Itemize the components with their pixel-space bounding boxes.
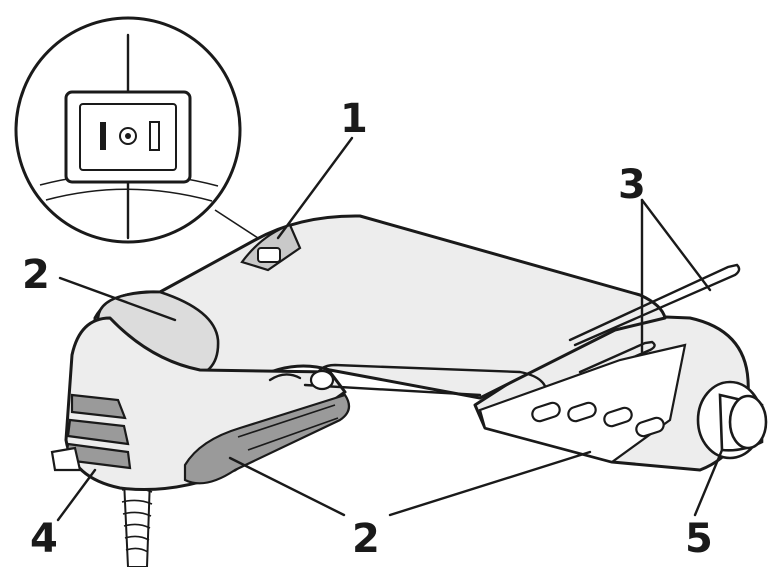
- tool-body: [50, 214, 768, 491]
- leader-lines: [56, 136, 724, 522]
- callout-2-top: 2: [22, 252, 50, 298]
- power-cord: [121, 476, 153, 567]
- callout-4: 4: [30, 516, 58, 562]
- callout-5: 5: [685, 516, 713, 562]
- callout-1: 1: [340, 96, 368, 142]
- switch-detail-inset: [14, 16, 259, 244]
- callout-2-bottom: 2: [352, 516, 380, 562]
- callout-3: 3: [618, 162, 646, 208]
